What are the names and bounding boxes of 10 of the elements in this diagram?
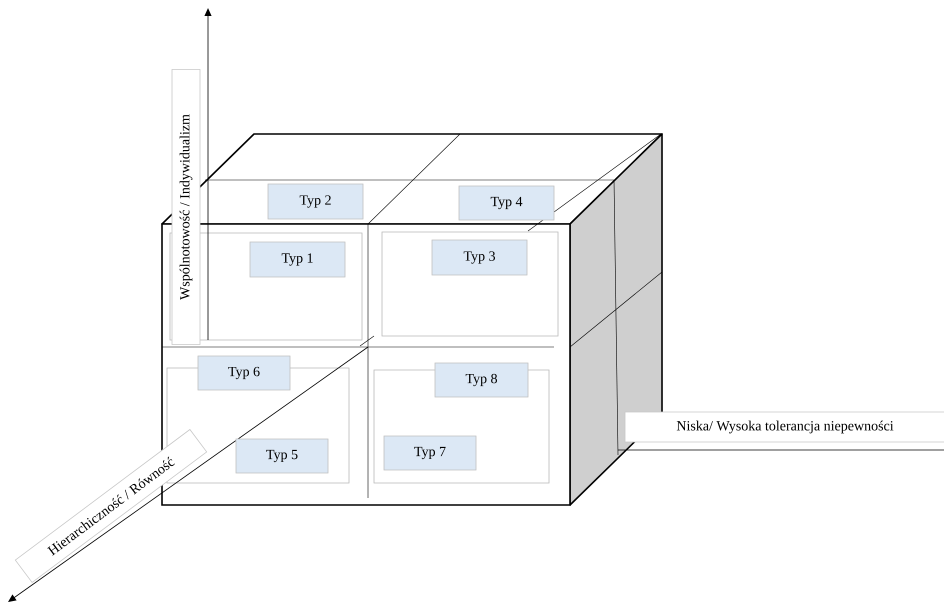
axis-label: Wspólnotowość / Indywidualizm	[172, 69, 200, 345]
type-box: Typ 6	[198, 356, 290, 390]
type-box: Typ 3	[432, 240, 528, 276]
type-box: Typ 2	[268, 184, 364, 220]
type-box: Typ 7	[384, 436, 476, 470]
type-box: Typ 5	[236, 438, 328, 474]
type-box: Typ 4	[458, 186, 554, 220]
type-box: Typ 8	[434, 362, 528, 398]
type-box: Typ 1	[250, 242, 346, 278]
axis-label: Niska/ Wysoka tolerancja niepewności	[624, 412, 944, 442]
